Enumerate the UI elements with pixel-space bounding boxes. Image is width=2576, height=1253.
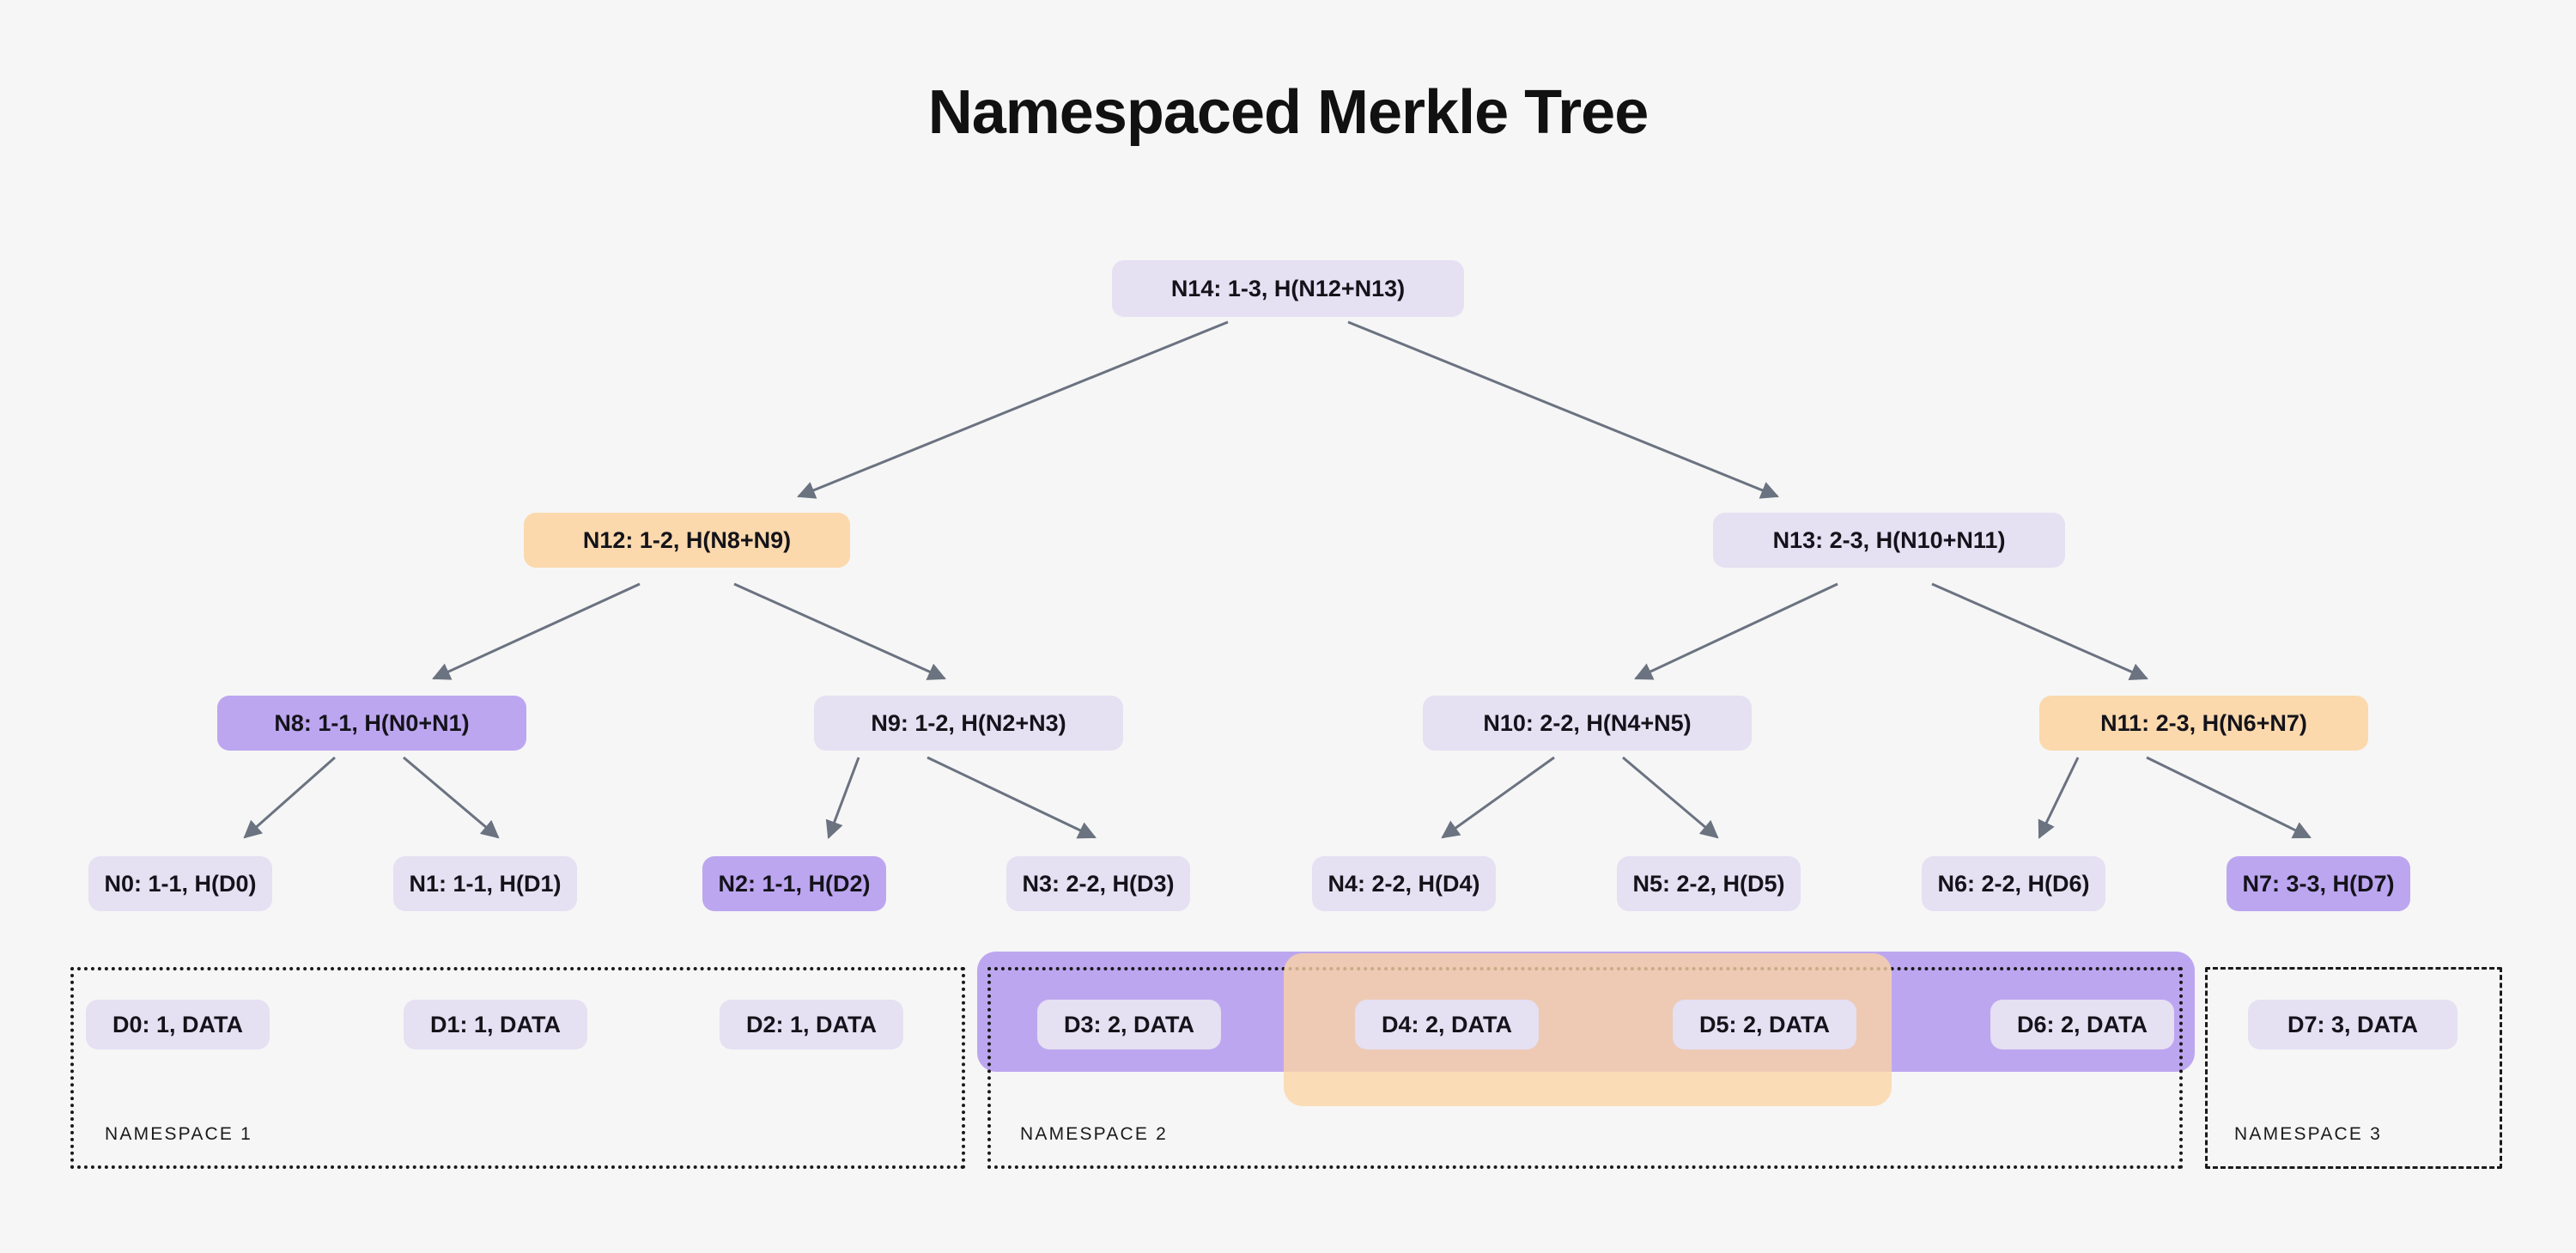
data-chip-label: D0: 1, DATA bbox=[112, 1011, 243, 1037]
tree-node-label: N11: 2-3, H(N6+N7) bbox=[2100, 709, 2307, 736]
tree-node-label: N12: 1-2, H(N8+N9) bbox=[582, 526, 792, 553]
tree-node-label: N13: 2-3, H(N10+N11) bbox=[1772, 526, 2006, 553]
tree-node-label: N5: 2-2, H(D5) bbox=[1632, 870, 1785, 897]
tree-node-N12[interactable]: N12: 1-2, H(N8+N9) bbox=[524, 513, 850, 568]
namespace-label-1: NAMESPACE 1 bbox=[105, 1124, 253, 1144]
tree-node-N2[interactable]: N2: 1-1, H(D2) bbox=[702, 856, 886, 911]
data-chip-D5[interactable]: D5: 2, DATA bbox=[1673, 1000, 1856, 1049]
tree-node-N7[interactable]: N7: 3-3, H(D7) bbox=[2227, 856, 2410, 911]
tree-node-label: N10: 2-2, H(N4+N5) bbox=[1483, 709, 1692, 736]
data-chip-D3[interactable]: D3: 2, DATA bbox=[1037, 1000, 1221, 1049]
data-chip-D4[interactable]: D4: 2, DATA bbox=[1355, 1000, 1539, 1049]
data-chip-label: D2: 1, DATA bbox=[745, 1011, 877, 1037]
tree-node-label: N2: 1-1, H(D2) bbox=[718, 870, 871, 897]
tree-node-N11[interactable]: N11: 2-3, H(N6+N7) bbox=[2039, 696, 2368, 751]
tree-node-N9[interactable]: N9: 1-2, H(N2+N3) bbox=[814, 696, 1123, 751]
tree-node-label: N14: 1-3, H(N12+N13) bbox=[1170, 275, 1406, 301]
tree-node-label: N1: 1-1, H(D1) bbox=[409, 870, 562, 897]
tree-node-label: N3: 2-2, H(D3) bbox=[1022, 870, 1175, 897]
namespace-box-3 bbox=[2205, 967, 2502, 1169]
data-chip-D2[interactable]: D2: 1, DATA bbox=[720, 1000, 903, 1049]
tree-node-N14[interactable]: N14: 1-3, H(N12+N13) bbox=[1112, 260, 1464, 317]
tree-node-label: N8: 1-1, H(N0+N1) bbox=[274, 709, 470, 736]
namespace-label-2: NAMESPACE 2 bbox=[1020, 1124, 1169, 1144]
tree-node-label: N4: 2-2, H(D4) bbox=[1327, 870, 1480, 897]
data-chip-label: D3: 2, DATA bbox=[1063, 1011, 1194, 1037]
data-chip-D0[interactable]: D0: 1, DATA bbox=[86, 1000, 270, 1049]
data-chip-D7[interactable]: D7: 3, DATA bbox=[2248, 1000, 2458, 1049]
data-chip-label: D7: 3, DATA bbox=[2287, 1011, 2418, 1037]
tree-node-N13[interactable]: N13: 2-3, H(N10+N11) bbox=[1713, 513, 2065, 568]
tree-node-N5[interactable]: N5: 2-2, H(D5) bbox=[1617, 856, 1801, 911]
namespace-label-3: NAMESPACE 3 bbox=[2234, 1124, 2383, 1144]
tree-node-label: N0: 1-1, H(D0) bbox=[104, 870, 257, 897]
data-chip-label: D5: 2, DATA bbox=[1698, 1011, 1830, 1037]
tree-node-N1[interactable]: N1: 1-1, H(D1) bbox=[393, 856, 577, 911]
tree-node-label: N9: 1-2, H(N2+N3) bbox=[871, 709, 1066, 736]
tree-node-N8[interactable]: N8: 1-1, H(N0+N1) bbox=[217, 696, 526, 751]
data-chip-label: D4: 2, DATA bbox=[1381, 1011, 1512, 1037]
tree-node-N3[interactable]: N3: 2-2, H(D3) bbox=[1006, 856, 1190, 911]
namespace-box-1 bbox=[70, 967, 965, 1169]
data-chip-label: D1: 1, DATA bbox=[429, 1011, 561, 1037]
data-chip-D6[interactable]: D6: 2, DATA bbox=[1990, 1000, 2174, 1049]
tree-node-N4[interactable]: N4: 2-2, H(D4) bbox=[1312, 856, 1496, 911]
data-chip-label: D6: 2, DATA bbox=[2016, 1011, 2148, 1037]
data-chip-D1[interactable]: D1: 1, DATA bbox=[404, 1000, 587, 1049]
page-title: Namespaced Merkle Tree bbox=[927, 78, 1649, 147]
tree-node-N6[interactable]: N6: 2-2, H(D6) bbox=[1922, 856, 2105, 911]
tree-node-N10[interactable]: N10: 2-2, H(N4+N5) bbox=[1423, 696, 1752, 751]
tree-node-N0[interactable]: N0: 1-1, H(D0) bbox=[88, 856, 272, 911]
tree-node-label: N6: 2-2, H(D6) bbox=[1937, 870, 2090, 897]
tree-node-label: N7: 3-3, H(D7) bbox=[2242, 870, 2395, 897]
